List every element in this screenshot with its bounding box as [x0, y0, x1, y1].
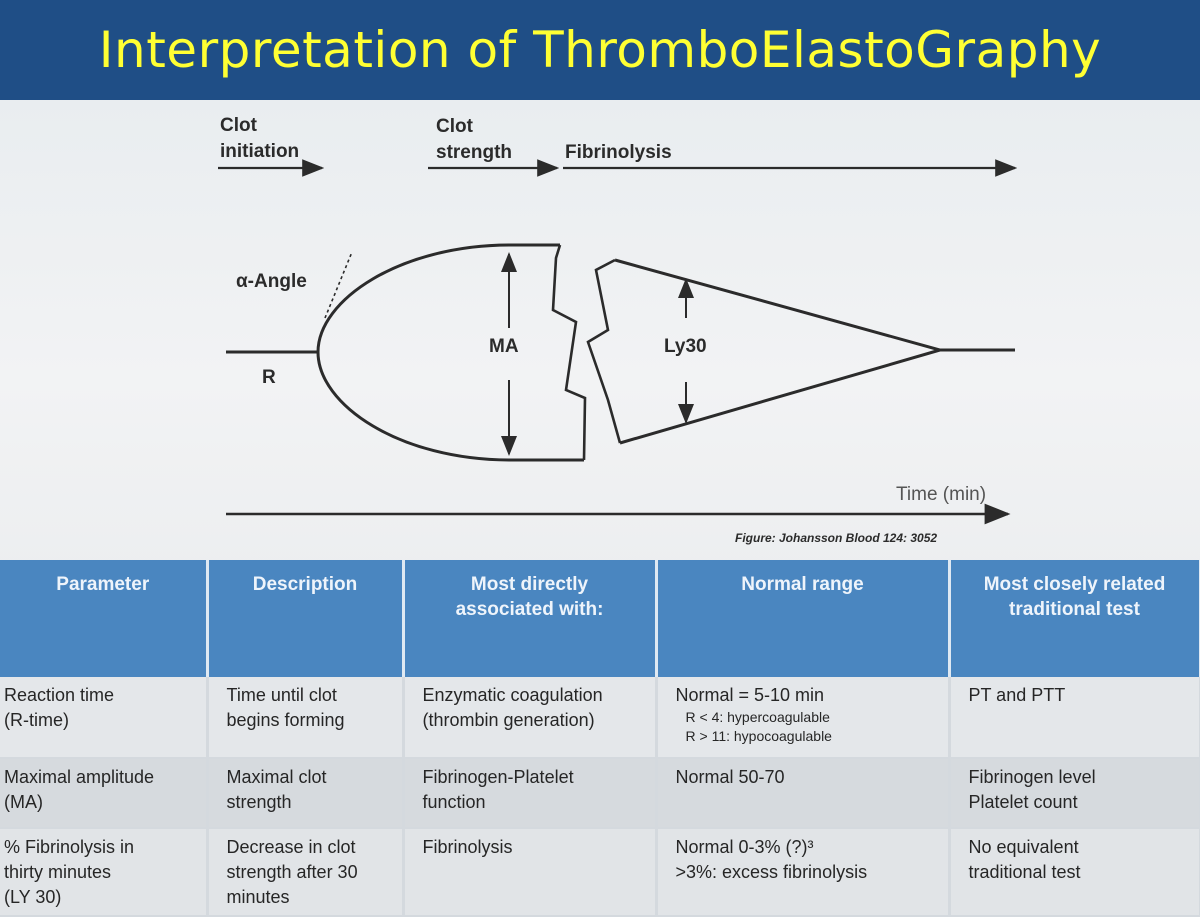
cell-parameter: Maximal amplitude (MA): [0, 758, 209, 829]
cell-associated: Fibrinogen-Platelet function: [403, 758, 658, 829]
teg-diagram: Clot initiation Clot strength Fibrinolys…: [218, 115, 1018, 545]
phase-fibrinolysis-label: Fibrinolysis: [565, 142, 672, 163]
header-traditional-test: Most closely related traditional test: [949, 560, 1200, 677]
cell-normal-range: Normal 50-70: [656, 758, 951, 829]
alpha-angle-label: α-Angle: [236, 271, 307, 292]
slide-title: Interpretation of ThromboElastoGraphy: [98, 21, 1102, 79]
cell-normal-range: Normal = 5-10 min R < 4: hypercoagulable…: [656, 677, 951, 759]
table-header-row: Parameter Description Most directly asso…: [0, 560, 1200, 677]
header-associated: Most directly associated with:: [403, 560, 658, 677]
break-mark-right: [586, 258, 622, 444]
ma-label: MA: [489, 336, 519, 357]
phase-strength-label: Clot strength: [436, 116, 512, 163]
cell-associated: Fibrinolysis: [403, 828, 658, 917]
phase-initiation-label: Clot initiation: [220, 115, 299, 162]
teg-parameter-table: Parameter Description Most directly asso…: [0, 560, 1200, 917]
clot-formation-curve: [316, 243, 584, 462]
cell-description: Decrease in clot strength after 30 minut…: [207, 828, 405, 917]
table-row: % Fibrinolysis in thirty minutes (LY 30)…: [0, 828, 1200, 917]
cell-normal-range: Normal 0-3% (?)³ >3%: excess fibrinolysi…: [656, 828, 951, 917]
cell-description: Time until clot begins forming: [207, 677, 405, 759]
table-row: Reaction time (R-time) Time until clot b…: [0, 677, 1200, 759]
header-description: Description: [207, 560, 405, 677]
header-parameter: Parameter: [0, 560, 209, 677]
cell-description: Maximal clot strength: [207, 758, 405, 829]
break-mark-left: [551, 244, 587, 461]
cell-traditional-test: Fibrinogen level Platelet count: [949, 758, 1200, 829]
ly30-label: Ly30: [664, 336, 707, 357]
figure-credit: Figure: Johansson Blood 124: 3052: [735, 531, 937, 545]
header-normal-range: Normal range: [656, 560, 951, 677]
cell-traditional-test: No equivalent traditional test: [949, 828, 1200, 917]
cell-parameter: Reaction time (R-time): [0, 677, 209, 759]
title-bar: Interpretation of ThromboElastoGraphy: [0, 0, 1200, 100]
time-axis-label: Time (min): [896, 484, 986, 505]
table-row: Maximal amplitude (MA) Maximal clot stre…: [0, 758, 1200, 829]
cell-associated: Enzymatic coagulation (thrombin generati…: [403, 677, 658, 759]
cell-traditional-test: PT and PTT: [949, 677, 1200, 759]
cell-parameter: % Fibrinolysis in thirty minutes (LY 30): [0, 828, 209, 917]
r-label: R: [262, 367, 276, 388]
